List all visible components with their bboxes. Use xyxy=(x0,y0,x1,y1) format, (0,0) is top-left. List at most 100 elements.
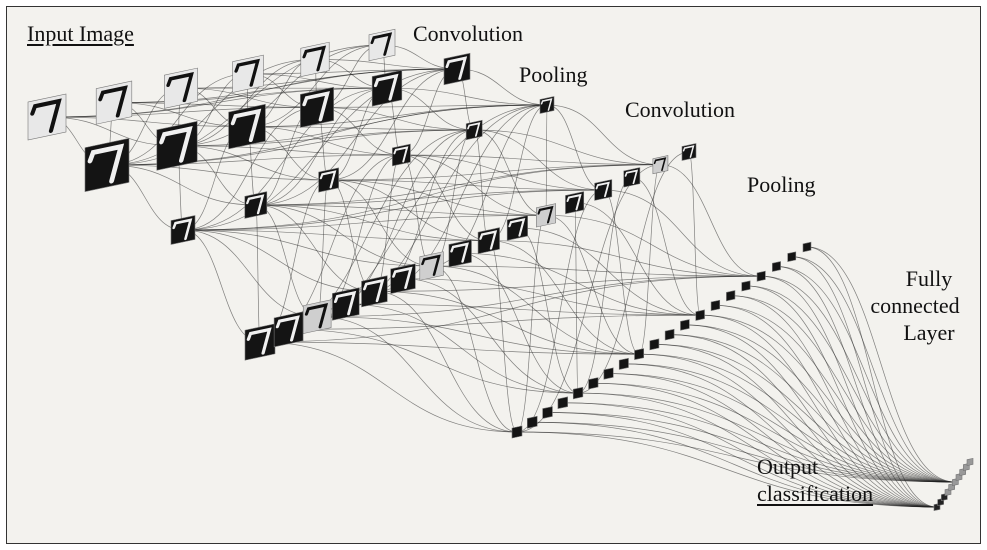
connection-179 xyxy=(654,344,938,508)
output-classification-label: Output classification xyxy=(757,453,873,507)
input-map-1 xyxy=(27,93,67,141)
input-image-label: Input Image xyxy=(27,21,134,46)
connection-137 xyxy=(431,265,640,355)
connection-4 xyxy=(46,107,318,118)
connection-129 xyxy=(345,303,579,394)
connection-86 xyxy=(255,204,547,216)
connection-150 xyxy=(574,202,701,316)
connection-161 xyxy=(516,431,938,508)
convolution-2-map-15 xyxy=(652,155,669,175)
convolution-1-map-4 xyxy=(300,86,334,128)
convolution-2-map-10 xyxy=(506,215,528,241)
connection-168 xyxy=(562,402,956,483)
fully-connected-map-3 xyxy=(542,406,553,419)
connection-76 xyxy=(182,229,432,267)
pooling-1-label: Pooling xyxy=(519,62,588,87)
convolution-2-map-11 xyxy=(536,203,556,228)
connection-31 xyxy=(106,44,383,166)
convolution-2-map-12 xyxy=(565,191,585,215)
connection-167 xyxy=(562,402,938,508)
connection-183 xyxy=(684,324,938,508)
fc-label-line2: connected xyxy=(870,293,960,318)
convolution-2-map-14 xyxy=(623,167,641,188)
diagram-frame: Input Image Convolution Pooling Convolut… xyxy=(6,6,981,544)
connection-176 xyxy=(623,363,956,483)
fully-connected-map-13 xyxy=(695,309,705,321)
connection-59 xyxy=(316,107,475,131)
connection-166 xyxy=(547,412,956,483)
output-label-line1: Output xyxy=(757,454,819,479)
convolution-1-label: Convolution xyxy=(413,21,524,46)
connection-61 xyxy=(182,87,388,231)
connection-85 xyxy=(255,204,489,242)
input-map-4 xyxy=(232,54,264,93)
connection-126 xyxy=(317,316,518,433)
connection-189 xyxy=(730,295,938,508)
input-map-2 xyxy=(95,80,133,125)
fully-connected-map-20 xyxy=(802,241,812,253)
connection-128 xyxy=(317,275,762,318)
fully-connected-map-16 xyxy=(741,280,751,292)
connection-195 xyxy=(776,266,938,508)
fully-connected-map-1 xyxy=(511,425,523,439)
fully-connected-map-2 xyxy=(527,415,538,429)
fully-connected-map-15 xyxy=(726,290,736,302)
connection-69 xyxy=(328,68,458,181)
convolution-2-map-1 xyxy=(244,323,276,361)
connection-78 xyxy=(182,214,547,231)
connection-127 xyxy=(317,316,640,355)
pooling-1-map-5 xyxy=(465,119,483,141)
connection-104 xyxy=(401,154,661,166)
connection-25 xyxy=(106,59,316,166)
fully-connected-map-8 xyxy=(618,357,629,370)
connection-16 xyxy=(180,87,318,108)
connection-101 xyxy=(401,154,489,242)
connection-191 xyxy=(745,285,938,508)
connection-18 xyxy=(180,68,458,89)
connection-198 xyxy=(791,256,956,483)
connection-66 xyxy=(386,87,548,106)
connection-88 xyxy=(255,164,661,206)
fully-connected-map-6 xyxy=(588,377,599,390)
fc-label-line3: Layer xyxy=(903,320,955,345)
connection-163 xyxy=(532,421,938,508)
pooling-2-label: Pooling xyxy=(747,172,816,197)
connection-38 xyxy=(106,164,256,206)
connection-83 xyxy=(255,204,375,292)
connection-160 xyxy=(688,151,701,316)
convolution-2-map-5 xyxy=(361,275,388,308)
convolution-2-map-6 xyxy=(390,263,416,294)
convolution-2-map-4 xyxy=(332,287,360,321)
pooling-1-map-2 xyxy=(244,191,268,219)
connection-155 xyxy=(631,176,701,316)
convolution-1-map-1 xyxy=(84,137,130,193)
connection-181 xyxy=(669,334,938,508)
connection-172 xyxy=(593,382,956,483)
connection-9 xyxy=(113,102,248,127)
connection-188 xyxy=(715,305,956,483)
fully-connected-map-14 xyxy=(710,299,721,312)
connection-131 xyxy=(374,290,518,433)
connection-46 xyxy=(176,145,402,156)
connection-62 xyxy=(255,87,388,206)
connection-133 xyxy=(374,275,762,292)
connection-30 xyxy=(314,59,458,70)
connection-80 xyxy=(182,164,661,231)
convolution-2-map-13 xyxy=(594,179,613,201)
connection-75 xyxy=(182,229,375,292)
connection-92 xyxy=(328,179,432,267)
connection-197 xyxy=(791,256,938,508)
connection-136 xyxy=(431,265,518,433)
connection-190 xyxy=(730,295,956,483)
connection-120 xyxy=(546,104,661,166)
connection-90 xyxy=(316,179,329,318)
connection-132 xyxy=(374,290,640,355)
connection-171 xyxy=(593,382,938,508)
connection-19 xyxy=(106,73,249,166)
connection-182 xyxy=(669,334,956,483)
connection-196 xyxy=(776,266,956,483)
connection-79 xyxy=(182,189,604,231)
input-map-6 xyxy=(368,28,396,62)
connection-33 xyxy=(246,44,383,127)
connection-73 xyxy=(182,229,261,343)
